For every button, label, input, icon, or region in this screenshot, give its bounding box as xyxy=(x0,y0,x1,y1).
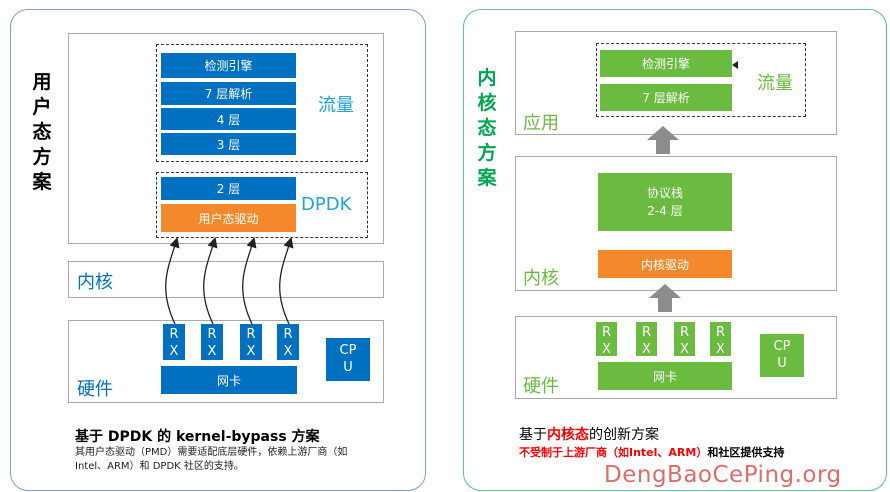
right-caption-title: 基于内核态的创新方案 xyxy=(519,427,659,443)
nic-bar: 网卡 xyxy=(161,366,297,394)
bar-l4: 4 层 xyxy=(161,108,296,130)
right-hardware-label: 硬件 xyxy=(523,376,559,397)
right-panel xyxy=(463,9,887,491)
bypass-arrow-3 xyxy=(242,237,257,325)
left-panel xyxy=(10,9,426,491)
up-arrow-icon-2 xyxy=(649,284,681,312)
left-hardware-label: 硬件 xyxy=(77,379,113,400)
bypass-arrow-1 xyxy=(165,237,180,325)
flow-label: 流量 xyxy=(318,95,354,116)
flow-pointer-icon xyxy=(732,61,738,69)
left-caption-sub-2: Intel、ARM）和 DPDK 社区的支持。 xyxy=(75,461,244,472)
bar-detection-engine: 检测引擎 xyxy=(161,53,296,78)
right-nic-bar: 网卡 xyxy=(598,362,732,390)
bar-l3: 3 层 xyxy=(161,133,296,155)
up-arrow-icon-1 xyxy=(647,126,679,154)
dpdk-group xyxy=(156,172,368,238)
right-flow-label: 流量 xyxy=(757,73,793,94)
app-flow-group xyxy=(596,43,806,117)
app-bar-l7-parse: 7 层解析 xyxy=(600,84,732,111)
right-caption-sub: 不受制于上游厂商（如Intel、ARM）和社区提供支持 xyxy=(519,446,785,459)
left-caption-sub-1: 其用户态驱动（PMD）需要适配底层硬件，依赖上游厂商（如 xyxy=(75,447,348,458)
right-title: 内 核 态 方 案 xyxy=(477,67,497,189)
bar-l2: 2 层 xyxy=(161,177,296,200)
left-title: 用 户 态 方 案 xyxy=(32,71,52,193)
left-caption-title: 基于 DPDK 的 kernel-bypass 方案 xyxy=(75,429,320,445)
watermark: DengBaoCePing.org xyxy=(604,462,842,488)
dpdk-label: DPDK xyxy=(301,194,352,215)
left-kernel-label: 内核 xyxy=(77,272,113,293)
left-kernel-box xyxy=(68,261,384,298)
right-kernel-label: 内核 xyxy=(523,268,559,289)
app-label: 应用 xyxy=(523,113,559,134)
bar-user-driver: 用户态驱动 xyxy=(161,204,296,232)
bypass-arrow-4 xyxy=(279,237,294,325)
bypass-arrows xyxy=(165,237,294,325)
app-bar-detection-engine: 检测引擎 xyxy=(600,50,732,77)
flow-group xyxy=(156,44,368,162)
bar-l7-parse: 7 层解析 xyxy=(161,82,296,105)
app-box xyxy=(515,31,837,135)
bypass-arrow-2 xyxy=(203,237,218,325)
kernel-driver-bar: 内核驱动 xyxy=(598,250,732,278)
